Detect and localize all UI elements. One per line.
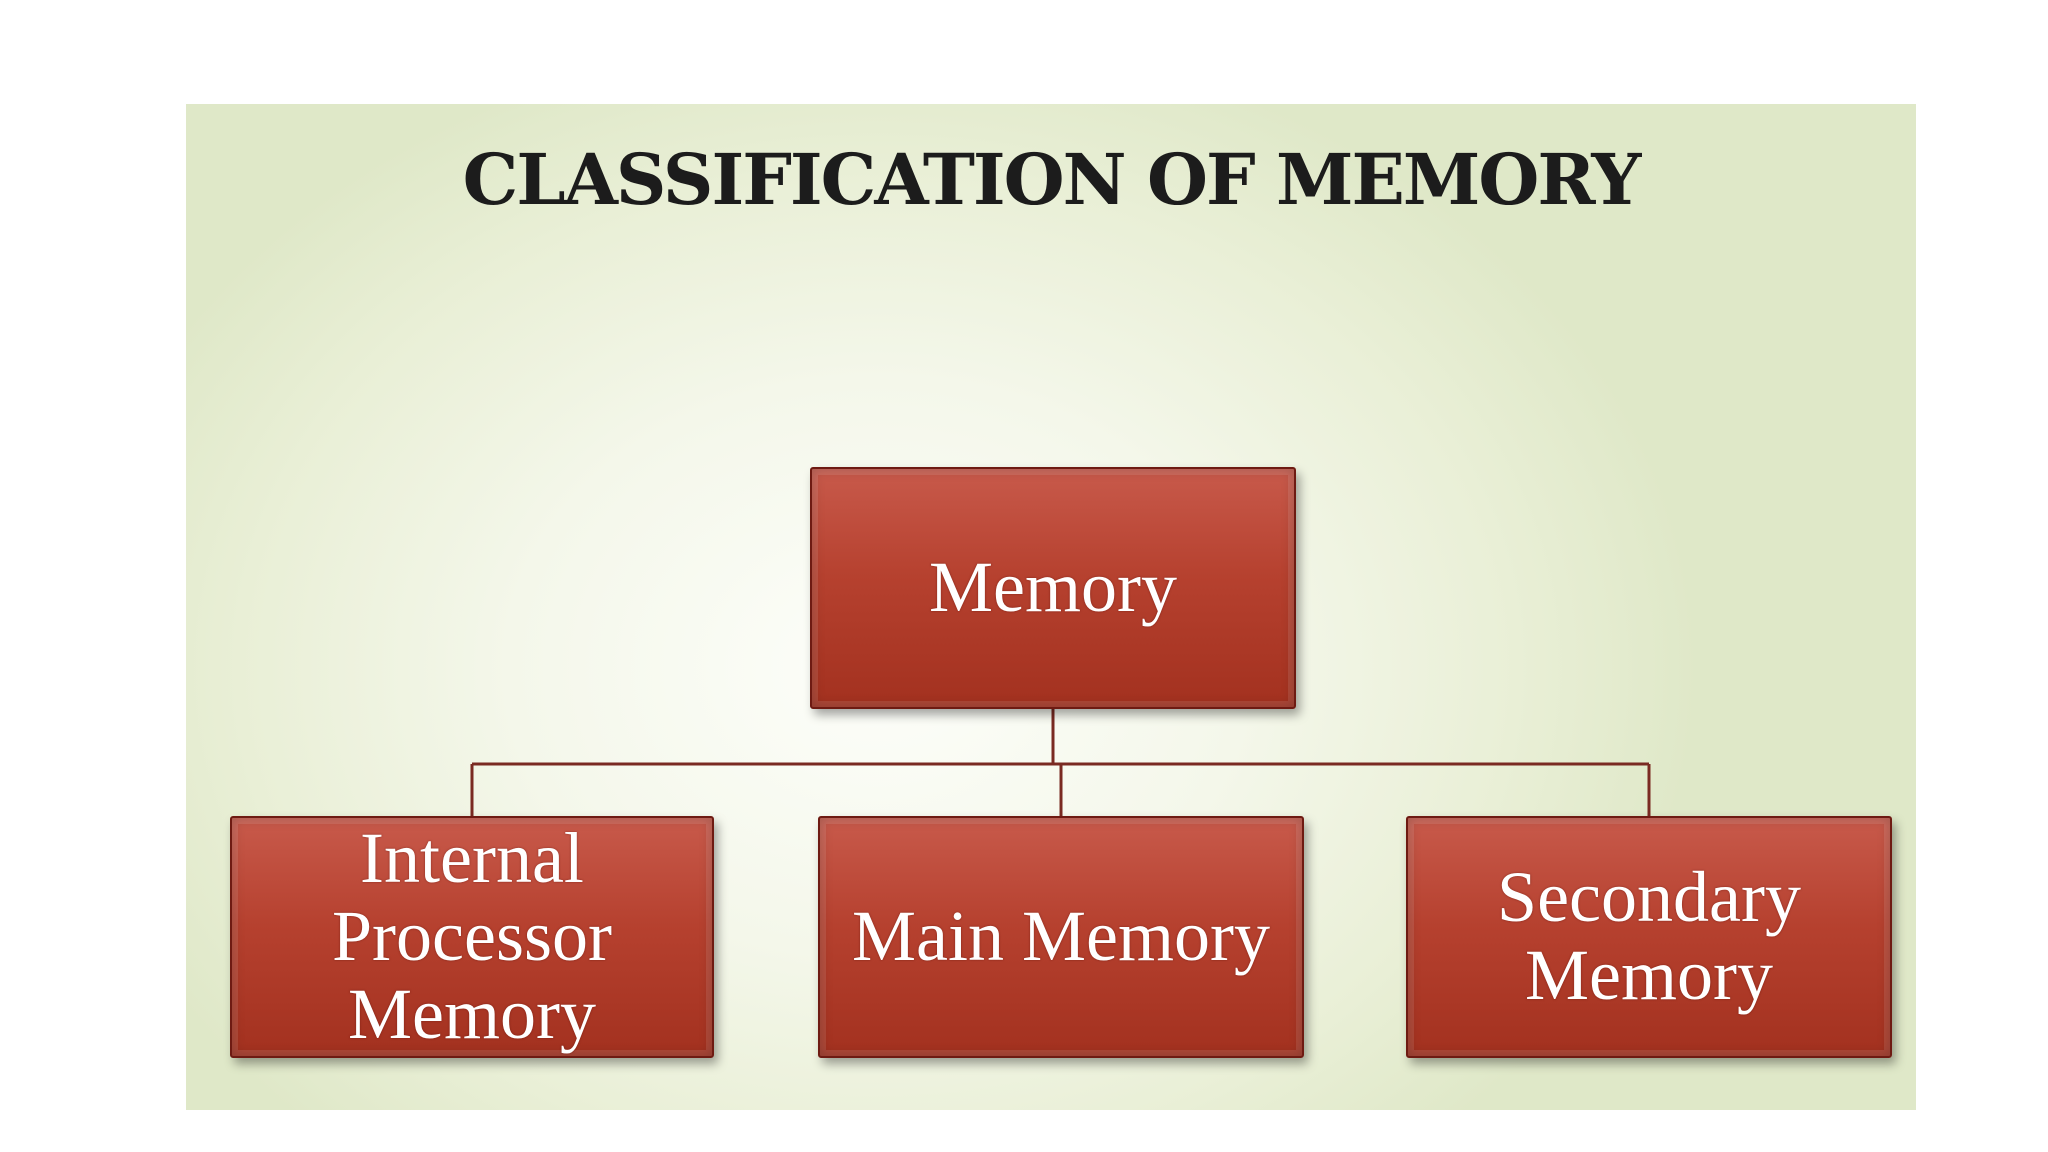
connector-lines: [470, 709, 1651, 816]
node-secondary-memory-label: Secondary Memory: [1497, 857, 1801, 1015]
node-secondary-memory: Secondary Memory: [1406, 816, 1892, 1058]
node-main-memory-label: Main Memory: [852, 896, 1270, 977]
node-memory: Memory: [810, 467, 1296, 709]
node-internal-processor-memory-label: Internal Processor Memory: [332, 818, 612, 1054]
node-internal-processor-memory: Internal Processor Memory: [230, 816, 714, 1058]
node-memory-label: Memory: [929, 547, 1177, 628]
slide: CLASSIFICATION OF MEMORY Memory Internal…: [186, 104, 1916, 1110]
node-main-memory: Main Memory: [818, 816, 1304, 1058]
slide-title: CLASSIFICATION OF MEMORY: [462, 138, 1642, 221]
